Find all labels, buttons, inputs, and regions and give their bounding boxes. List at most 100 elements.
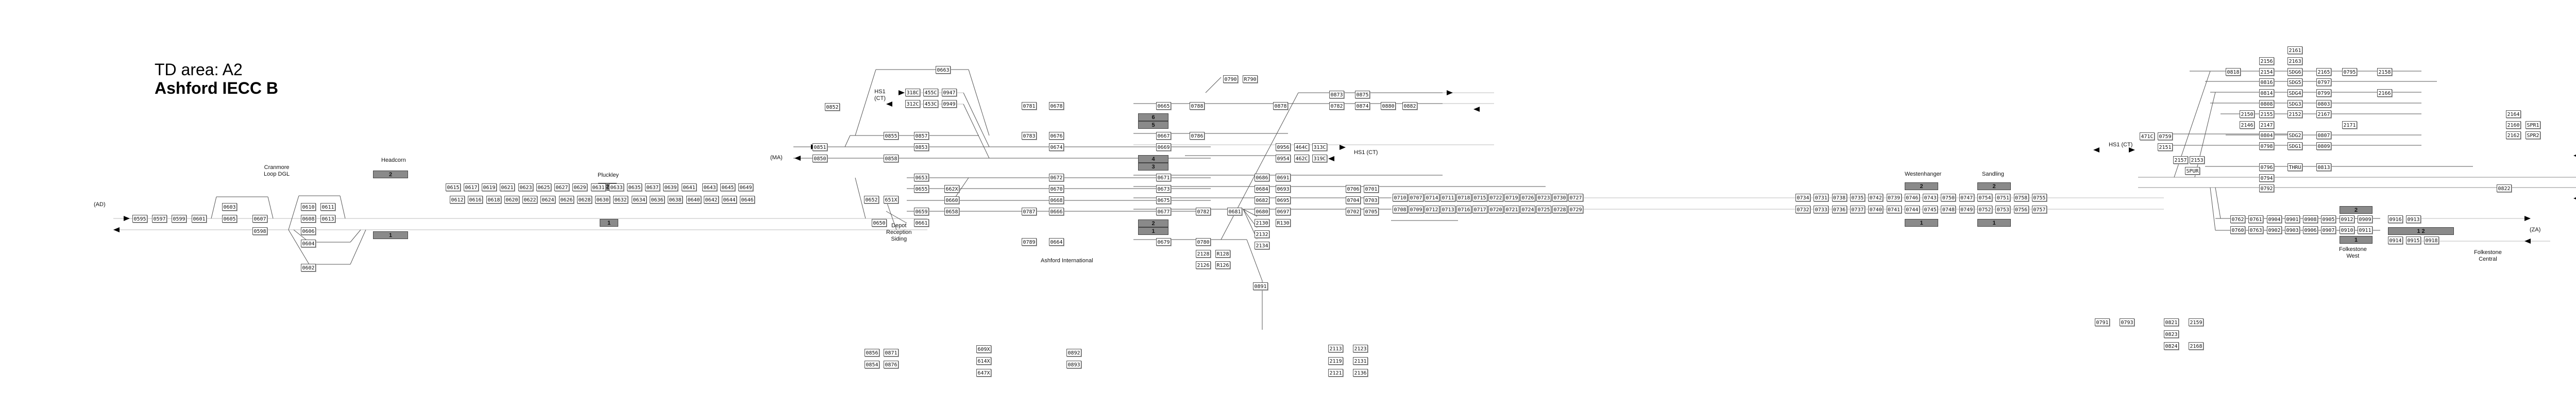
berth-0892[interactable]: 0892 — [1066, 349, 1081, 357]
berth-0746[interactable]: 0746 — [1904, 194, 1920, 201]
berth-0913[interactable]: 0913 — [2406, 215, 2421, 223]
berth-2130[interactable]: 2130 — [1255, 219, 1269, 227]
berth-2168[interactable]: 2168 — [2189, 342, 2204, 350]
berth-0804[interactable]: 0804 — [2259, 131, 2274, 139]
berth-0705[interactable]: 0705 — [1364, 208, 1379, 215]
berth-0752[interactable]: 0752 — [1977, 206, 1992, 213]
berth-0598[interactable]: 0598 — [252, 227, 267, 235]
berth-0661[interactable]: 0661 — [914, 219, 929, 227]
berth-0697[interactable]: 0697 — [1276, 208, 1291, 215]
berth-2161[interactable]: 2161 — [2287, 46, 2302, 54]
berth-319c[interactable]: 319C — [1312, 155, 1327, 162]
berth-0680[interactable]: 0680 — [1255, 208, 1269, 215]
berth-2126[interactable]: 2126 — [1196, 261, 1211, 269]
berth-0908[interactable]: 0908 — [2303, 215, 2318, 223]
berth-0607[interactable]: 0607 — [252, 215, 267, 223]
berth-0857[interactable]: 0857 — [914, 132, 929, 140]
berth-spr2[interactable]: SPR2 — [2526, 131, 2540, 139]
berth-0636[interactable]: 0636 — [650, 196, 665, 204]
berth-0649[interactable]: 0649 — [738, 183, 753, 191]
berth-0741[interactable]: 0741 — [1886, 206, 1902, 213]
berth-0781[interactable]: 0781 — [1022, 102, 1037, 110]
berth-2166[interactable]: 2166 — [2377, 89, 2392, 97]
berth-0684[interactable]: 0684 — [1255, 185, 1269, 193]
berth-0816[interactable]: 0816 — [2259, 78, 2274, 86]
berth-spr1[interactable]: SPR1 — [2526, 121, 2540, 129]
berth-0639[interactable]: 0639 — [663, 183, 678, 191]
berth-0916[interactable]: 0916 — [2388, 215, 2403, 223]
berth-0664[interactable]: 0664 — [1049, 238, 1064, 246]
berth-2119[interactable]: 2119 — [1328, 357, 1343, 365]
berth-0712[interactable]: 0712 — [1425, 206, 1439, 213]
berth-0615[interactable]: 0615 — [446, 183, 461, 191]
berth-0730[interactable]: 0730 — [1552, 194, 1567, 201]
berth-0918[interactable]: 0918 — [2424, 236, 2439, 244]
berth-0721[interactable]: 0721 — [1504, 206, 1519, 213]
berth-0740[interactable]: 0740 — [1868, 206, 1884, 213]
berth-0850[interactable]: 0850 — [812, 155, 827, 162]
berth-0617[interactable]: 0617 — [464, 183, 479, 191]
berth-0658[interactable]: 0658 — [944, 208, 959, 215]
berth-0706[interactable]: 0706 — [1346, 185, 1361, 193]
berth-0813[interactable]: 0813 — [2316, 163, 2331, 171]
berth-0717[interactable]: 0717 — [1472, 206, 1487, 213]
berth-0612[interactable]: 0612 — [450, 196, 465, 204]
berth-609x[interactable]: 609X — [976, 345, 991, 353]
berth-0714[interactable]: 0714 — [1425, 194, 1439, 201]
berth-0799[interactable]: 0799 — [2316, 89, 2331, 97]
berth-0750[interactable]: 0750 — [1941, 194, 1956, 201]
berth-0915[interactable]: 0915 — [2406, 236, 2421, 244]
berth-647x[interactable]: 647X — [976, 369, 991, 377]
berth-312c[interactable]: 312C — [905, 100, 920, 108]
berth-0728[interactable]: 0728 — [1552, 206, 1567, 213]
berth-0672[interactable]: 0672 — [1049, 174, 1064, 181]
berth-0659[interactable]: 0659 — [914, 208, 929, 215]
berth-0751[interactable]: 0751 — [1995, 194, 2011, 201]
berth-0604[interactable]: 0604 — [301, 240, 316, 247]
berth-0858[interactable]: 0858 — [884, 155, 899, 162]
berth-0851[interactable]: 0851 — [812, 143, 827, 151]
berth-0954[interactable]: 0954 — [1276, 155, 1291, 162]
berth-2128[interactable]: 2128 — [1196, 250, 1211, 258]
berth-0660[interactable]: 0660 — [944, 196, 959, 204]
berth-0702[interactable]: 0702 — [1346, 208, 1361, 215]
berth-0663[interactable]: 0663 — [936, 66, 951, 74]
berth-2158[interactable]: 2158 — [2377, 68, 2392, 76]
berth-0733[interactable]: 0733 — [1814, 206, 1829, 213]
berth-0667[interactable]: 0667 — [1156, 132, 1171, 140]
berth-0757[interactable]: 0757 — [2031, 206, 2047, 213]
berth-0821[interactable]: 0821 — [2164, 318, 2179, 326]
berth-0679[interactable]: 0679 — [1156, 238, 1171, 246]
berth-0628[interactable]: 0628 — [577, 196, 592, 204]
berth-0616[interactable]: 0616 — [468, 196, 483, 204]
berth-0619[interactable]: 0619 — [482, 183, 497, 191]
berth-2159[interactable]: 2159 — [2189, 318, 2204, 326]
berth-2136[interactable]: 2136 — [1353, 369, 1368, 377]
berth-0729[interactable]: 0729 — [1568, 206, 1583, 213]
berth-0743[interactable]: 0743 — [1923, 194, 1938, 201]
berth-0686[interactable]: 0686 — [1255, 174, 1269, 181]
berth-0947[interactable]: 0947 — [942, 89, 957, 96]
berth-sdg5[interactable]: SDG5 — [2287, 78, 2302, 86]
berth-471c[interactable]: 471C — [2140, 132, 2155, 140]
berth-0718[interactable]: 0718 — [1456, 194, 1471, 201]
berth-0677[interactable]: 0677 — [1156, 208, 1171, 215]
berth-0735[interactable]: 0735 — [1850, 194, 1865, 201]
berth-0739[interactable]: 0739 — [1886, 194, 1902, 201]
berth-0732[interactable]: 0732 — [1795, 206, 1810, 213]
berth-0634[interactable]: 0634 — [632, 196, 647, 204]
berth-0618[interactable]: 0618 — [486, 196, 501, 204]
berth-0763[interactable]: 0763 — [2248, 226, 2263, 234]
berth-0875[interactable]: 0875 — [1355, 91, 1370, 98]
berth-0693[interactable]: 0693 — [1276, 185, 1291, 193]
berth-0796[interactable]: 0796 — [2259, 163, 2274, 171]
berth-0855[interactable]: 0855 — [884, 132, 899, 140]
berth-0893[interactable]: 0893 — [1066, 361, 1081, 368]
berth-2151[interactable]: 2151 — [2158, 143, 2173, 151]
berth-0606[interactable]: 0606 — [301, 227, 316, 235]
berth-0643[interactable]: 0643 — [702, 183, 717, 191]
berth-0635[interactable]: 0635 — [627, 183, 642, 191]
berth-2147[interactable]: 2147 — [2259, 121, 2274, 129]
berth-0653[interactable]: 0653 — [914, 174, 929, 181]
berth-0758[interactable]: 0758 — [2013, 194, 2029, 201]
